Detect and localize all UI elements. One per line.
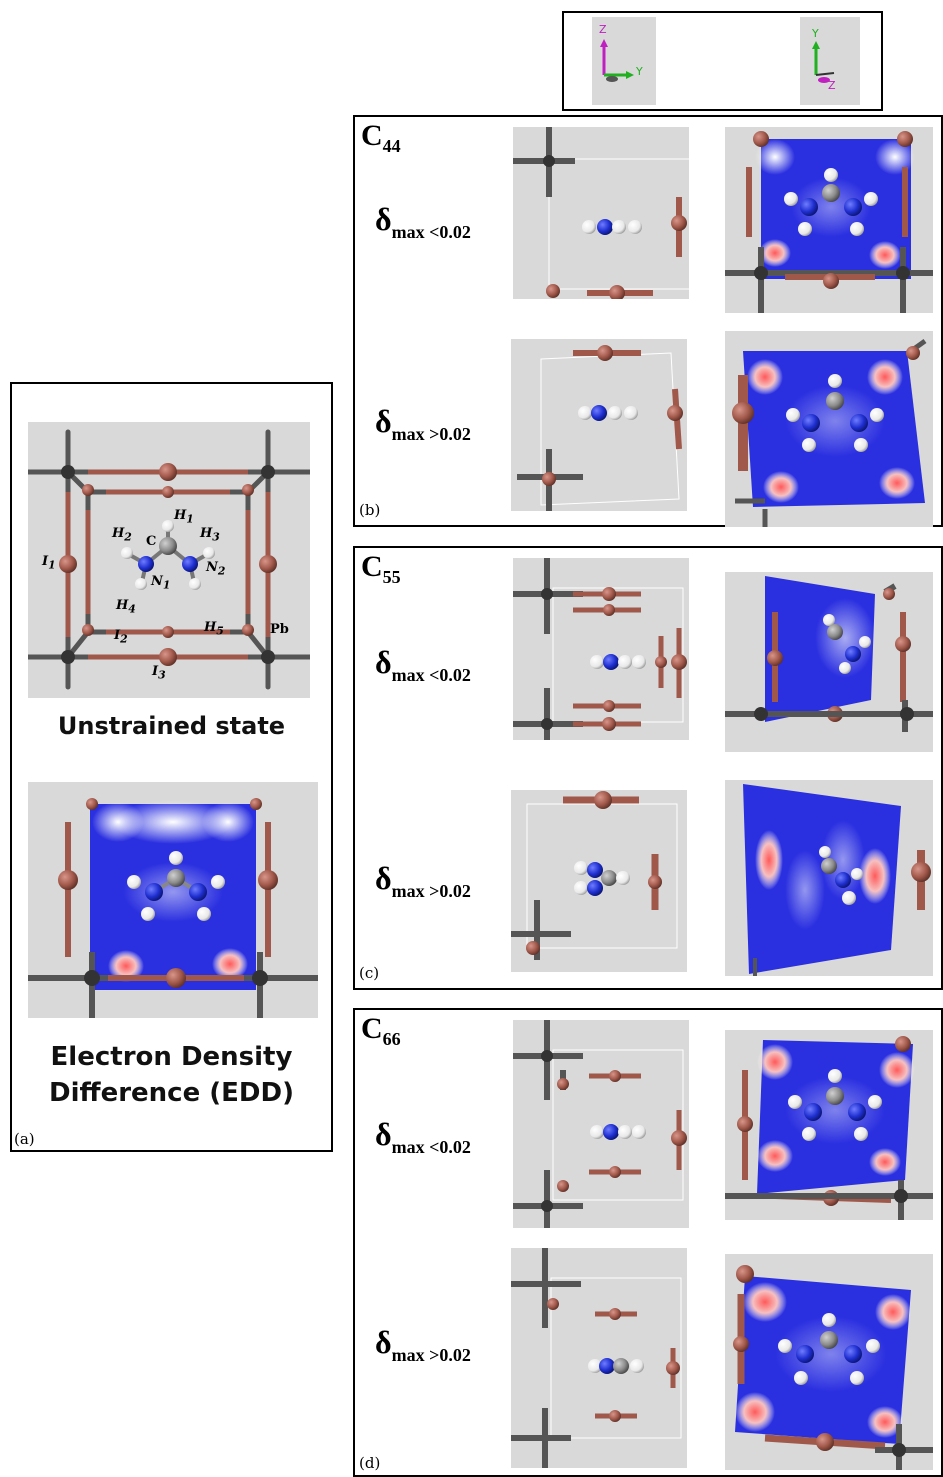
label-i3: I3 [152, 664, 166, 682]
c44-small-edd [725, 127, 933, 313]
panel-d: C66 δmax <0.02 δmax >0.02 [353, 1008, 943, 1477]
axis-y-label: Y [636, 65, 643, 78]
label-h1: H1 [174, 508, 194, 526]
axes-legend: Z Y Y Z [562, 11, 883, 111]
panel-c: C55 δmax <0.02 δmax >0.02 [353, 546, 943, 990]
panel-b: C44 δmax <0.02 δmax >0.02 [353, 115, 943, 527]
c44-small-structure [513, 127, 689, 299]
axis-y-label: Y [812, 27, 819, 40]
c55-large-structure [511, 790, 687, 972]
delta-row2: δmax >0.02 [375, 403, 471, 444]
label-h3: H3 [200, 526, 220, 544]
c66-small-edd [725, 1030, 933, 1220]
label-n1: N1 [151, 574, 171, 592]
unstrained-edd [28, 782, 318, 1018]
caption-d: (d) [359, 1454, 381, 1472]
label-pb: Pb [270, 622, 289, 637]
c66-large-structure [511, 1248, 687, 1468]
c66-small-structure [513, 1020, 689, 1228]
label-n2: N2 [206, 560, 226, 578]
delta-row2: δmax >0.02 [375, 1324, 471, 1365]
c66-title: C66 [361, 1012, 401, 1049]
caption-a: (a) [14, 1130, 35, 1148]
delta-row1: δmax <0.02 [375, 1116, 471, 1157]
delta-row1: δmax <0.02 [375, 201, 471, 242]
caption-b: (b) [359, 501, 381, 519]
c55-large-edd [725, 780, 933, 976]
label-i1: I1 [42, 554, 56, 572]
label-h2: H2 [112, 526, 132, 544]
delta-row1: δmax <0.02 [375, 644, 471, 685]
axes-legend-left: Z Y [592, 17, 656, 105]
c44-large-edd [725, 331, 933, 527]
unstrained-state-label: Unstrained state [57, 712, 286, 740]
label-i2: I2 [114, 628, 128, 646]
c66-large-edd [725, 1254, 933, 1470]
unstrained-structure: H1 H2 H3 C N1 N2 H4 H5 I1 I2 I3 Pb [28, 422, 310, 698]
edd-label-line2: Difference (EDD) [49, 1078, 294, 1108]
label-h4: H4 [116, 598, 136, 616]
c44-large-structure [511, 339, 687, 511]
label-h5: H5 [204, 620, 224, 638]
delta-row2: δmax >0.02 [375, 860, 471, 901]
axes-legend-right: Y Z [800, 17, 860, 105]
edd-label-line1: Electron Density [50, 1042, 293, 1072]
caption-c: (c) [359, 964, 380, 982]
axis-z-label: Z [828, 79, 836, 92]
c55-title: C55 [361, 550, 401, 587]
c55-small-structure [513, 558, 689, 740]
panel-a: H1 H2 H3 C N1 N2 H4 H5 I1 I2 I3 Pb Unstr… [10, 382, 333, 1152]
c44-title: C44 [361, 119, 401, 156]
c55-small-edd [725, 572, 933, 752]
axis-z-label: Z [599, 23, 607, 36]
label-c: C [146, 534, 157, 549]
